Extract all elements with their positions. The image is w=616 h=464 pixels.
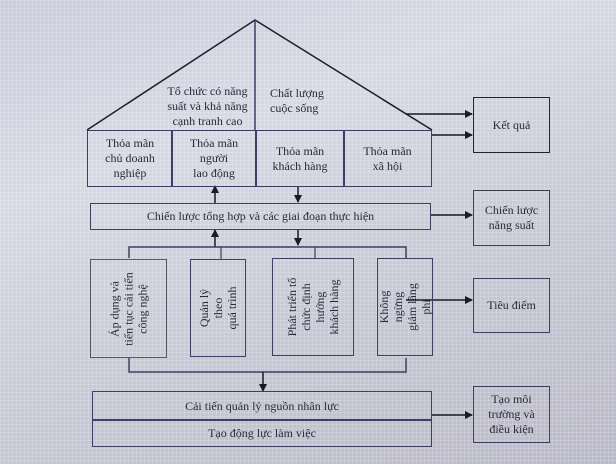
focus-top-bus xyxy=(128,246,407,258)
side-strategy: Chiến lược năng suất xyxy=(473,190,550,246)
focus-bottom-bus xyxy=(128,358,407,373)
focus-waste-label: Không ngừng giảm lãng phí xyxy=(377,283,433,331)
side-environment: Tạo môi trường và điều kiện xyxy=(473,386,550,443)
satisfaction-customer-label: Thỏa mãn khách hàng xyxy=(272,143,328,173)
side-result-label: Kết quả xyxy=(492,117,531,132)
satisfaction-society: Thỏa mãn xã hội xyxy=(343,130,432,187)
side-strategy-label: Chiến lược năng suất xyxy=(484,203,539,232)
focus-waste: Không ngừng giảm lãng phí xyxy=(377,258,433,356)
hr-improvement-label: Cải tiến quản lý nguồn nhân lực xyxy=(185,398,339,413)
satisfaction-customer: Thỏa mãn khách hàng xyxy=(255,130,345,187)
hr-motivation-label: Tạo động lực làm việc xyxy=(208,425,316,440)
roof-left-text: Tổ chức có năng suất và khả năng cạnh tr… xyxy=(167,84,248,128)
satisfaction-owner: Thỏa mãn chủ doanh nghiệp xyxy=(87,130,173,187)
focus-technology: Áp dụng và tiến tục cải tiến công nghệ xyxy=(90,259,167,358)
satisfaction-society-label: Thỏa mãn xã hội xyxy=(363,143,412,173)
strategy-label: Chiến lược tổng hợp và các giai đoạn thự… xyxy=(146,209,375,223)
strategy-bar: Chiến lược tổng hợp và các giai đoạn thự… xyxy=(90,203,431,230)
focus-technology-label: Áp dụng và tiến tục cải tiến công nghệ xyxy=(107,271,150,346)
side-focus: Tiêu điểm xyxy=(473,278,550,333)
focus-customer-org-label: Phát triển tổ chức định hướng khách hàng xyxy=(285,277,341,337)
focus-process-label: Quản lý theo quá trình xyxy=(197,286,239,330)
side-environment-label: Tạo môi trường và điều kiện xyxy=(488,392,535,436)
satisfaction-worker-label: Thỏa mãn người lao động xyxy=(189,136,239,180)
focus-customer-org: Phát triển tổ chức định hướng khách hàng xyxy=(272,258,354,356)
focus-process: Quản lý theo quá trình xyxy=(190,259,246,357)
roof-outline xyxy=(86,19,433,131)
side-focus-label: Tiêu điểm xyxy=(487,298,536,312)
hr-motivation: Tạo động lực làm việc xyxy=(92,419,432,447)
hr-improvement: Cải tiến quản lý nguồn nhân lực xyxy=(92,391,432,421)
satisfaction-worker: Thỏa mãn người lao động xyxy=(171,130,257,187)
roof-right-text: Chất lượng cuộc sống xyxy=(270,86,324,115)
side-result: Kết quả xyxy=(473,97,550,153)
satisfaction-owner-label: Thỏa mãn chủ doanh nghiệp xyxy=(105,136,155,180)
